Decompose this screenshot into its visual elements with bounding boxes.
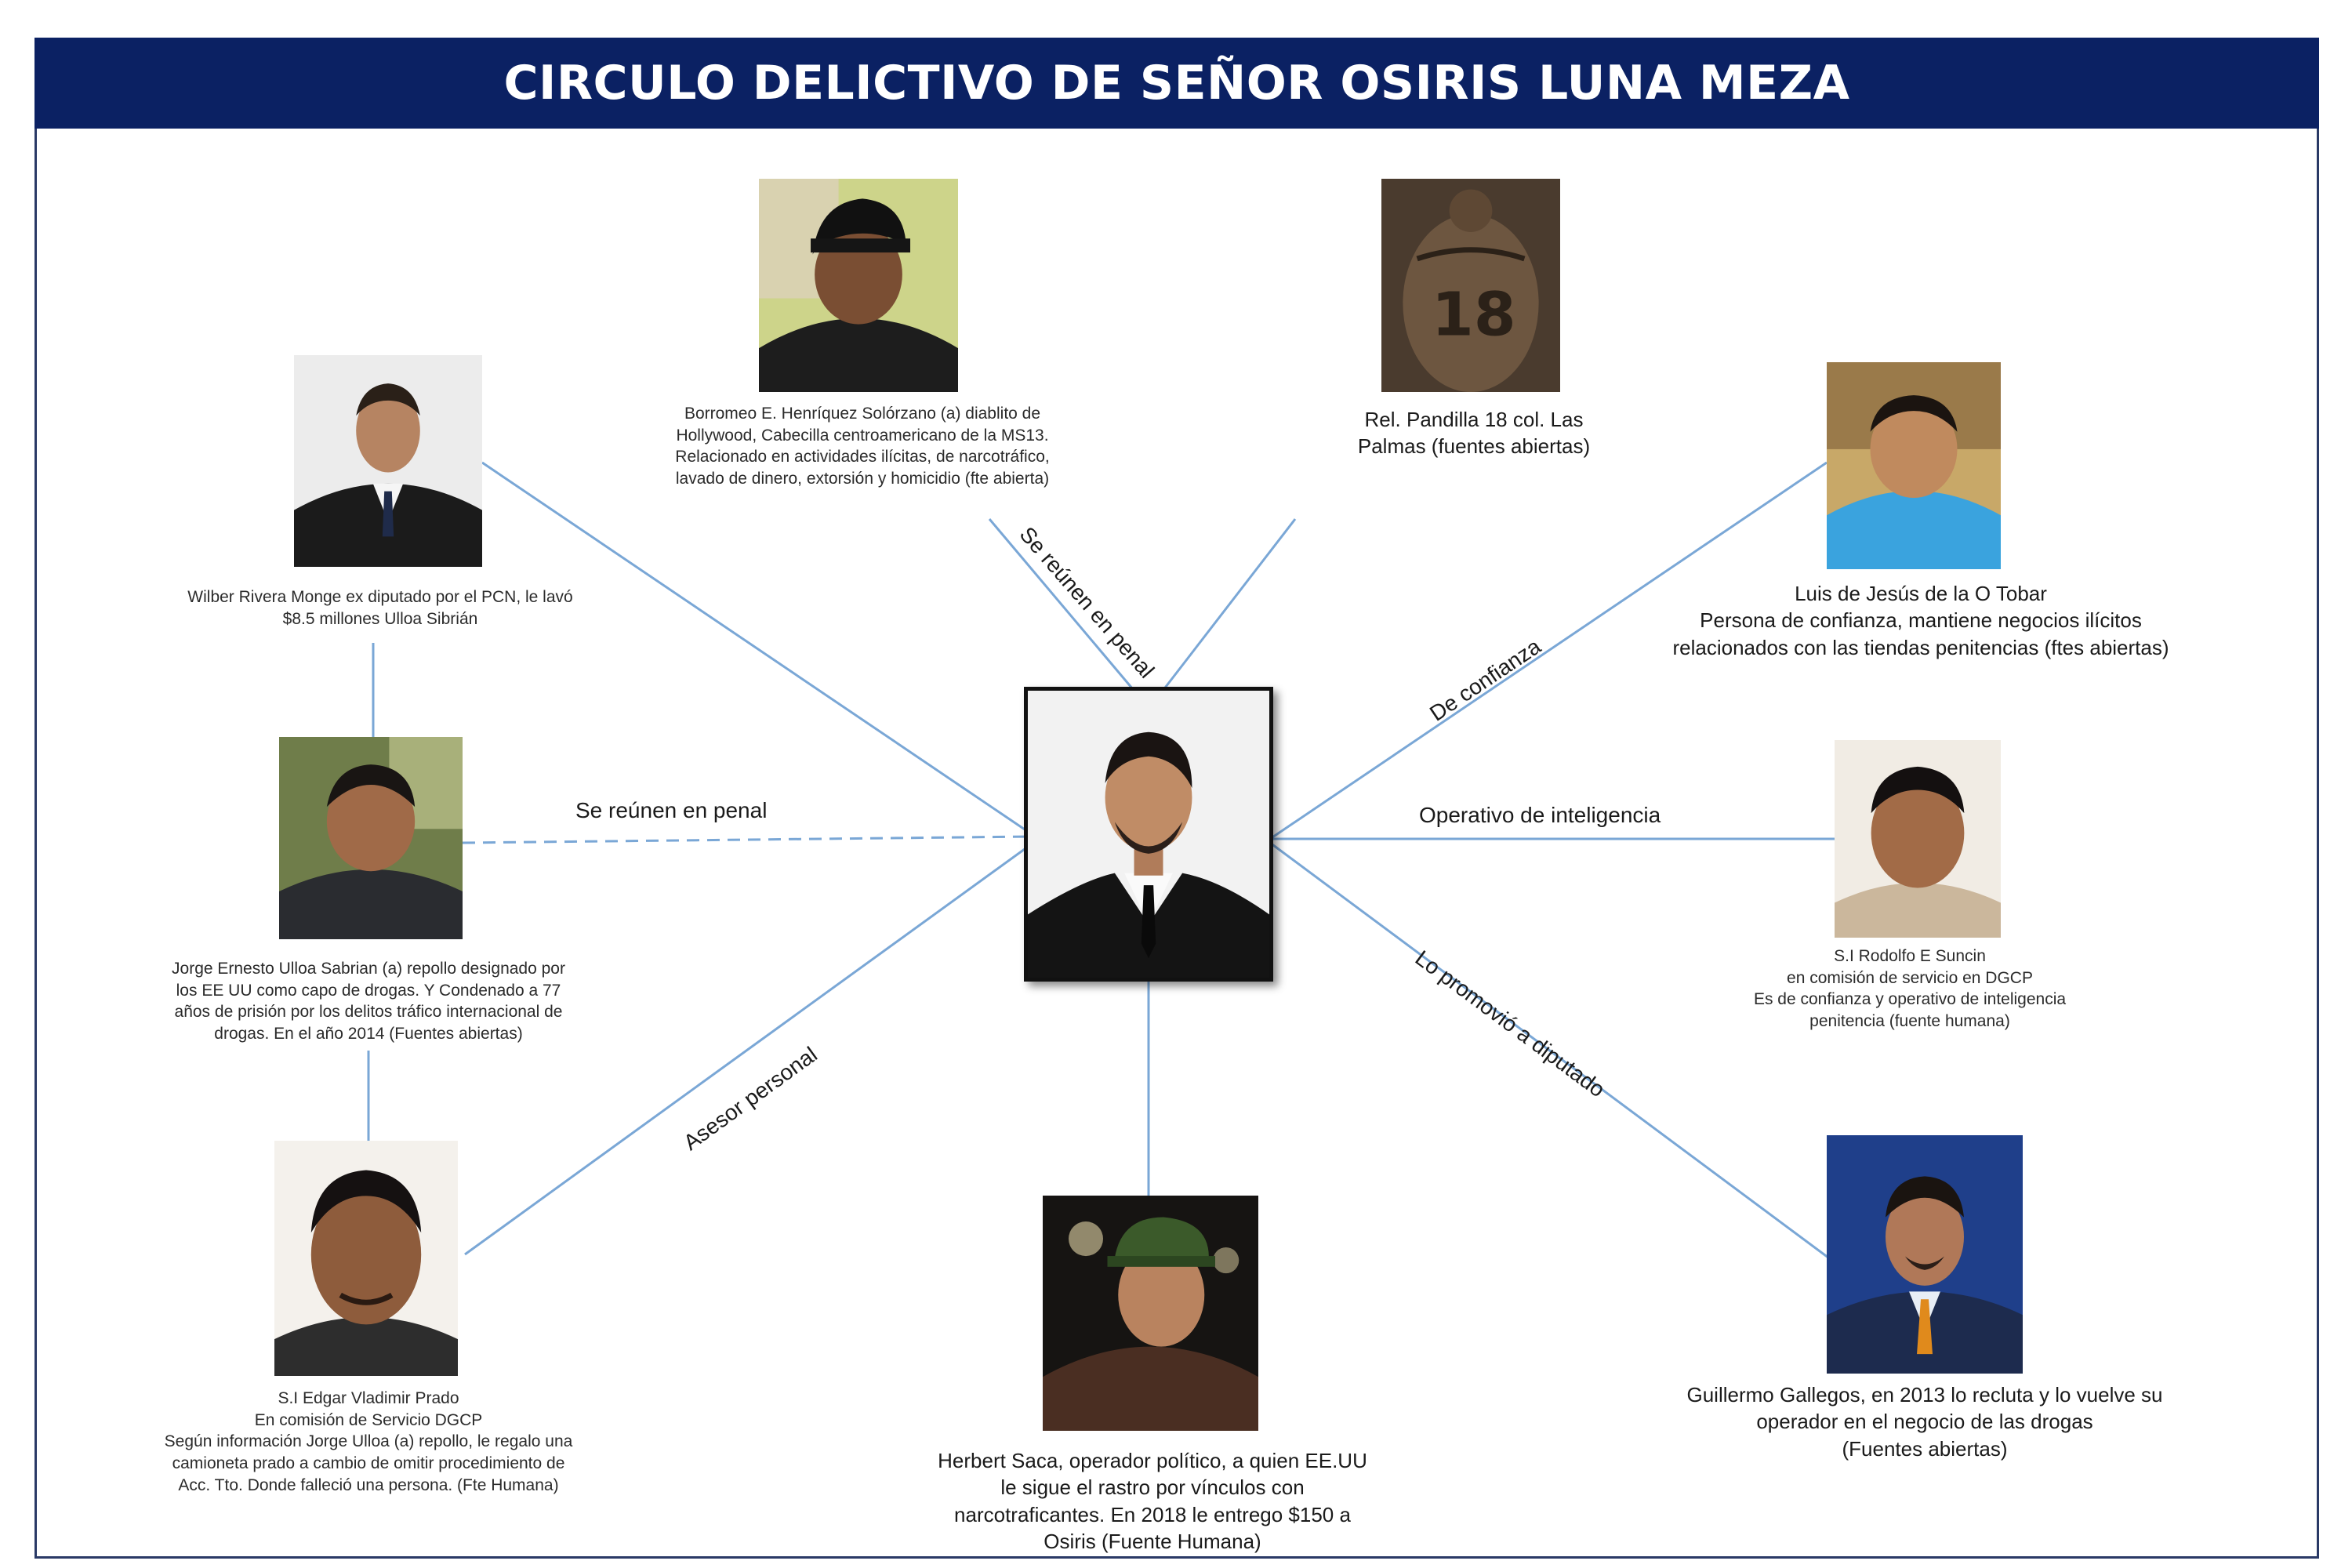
link-pandilla (1160, 519, 1295, 694)
photo-borromeo (759, 179, 958, 392)
photo-luis (1827, 362, 2001, 569)
central-portrait-osiris (1024, 687, 1273, 982)
svg-text:18: 18 (1432, 280, 1516, 350)
caption-pandilla: Rel. Pandilla 18 col. Las Palmas (fuente… (1317, 406, 1631, 460)
link-jorge (463, 837, 1033, 843)
caption-edgar: S.I Edgar Vladimir Prado En comisión de … (137, 1388, 600, 1497)
link-edgar (465, 843, 1033, 1254)
photo-wilber (294, 355, 482, 567)
caption-rodolfo: S.I Rodolfo E Suncin en comisión de serv… (1698, 946, 2122, 1033)
link-wilber (482, 463, 1027, 831)
photo-herbert (1043, 1196, 1258, 1431)
caption-wilber: Wilber Rivera Monge ex diputado por el P… (149, 586, 612, 630)
edge-label-rodolfo: Operativo de inteligencia (1419, 803, 1661, 828)
edge-label-jorge: Se reúnen en penal (575, 798, 767, 823)
caption-guillermo: Guillermo Gallegos, en 2013 lo recluta y… (1662, 1381, 2187, 1462)
photo-rodolfo (1835, 740, 2001, 938)
caption-luis: Luis de Jesús de la O Tobar Persona de c… (1639, 580, 2203, 661)
photo-jorge (279, 737, 463, 939)
photo-guillermo (1827, 1135, 2023, 1374)
photo-edgar (274, 1141, 458, 1376)
caption-herbert: Herbert Saca, operador político, a quien… (894, 1447, 1411, 1555)
caption-jorge: Jorge Ernesto Ulloa Sabrian (a) repollo … (141, 958, 596, 1045)
caption-borromeo: Borromeo E. Henríquez Solórzano (a) diab… (643, 403, 1082, 490)
photo-pandilla: 18 (1381, 179, 1560, 392)
link-borromeo (989, 519, 1137, 694)
